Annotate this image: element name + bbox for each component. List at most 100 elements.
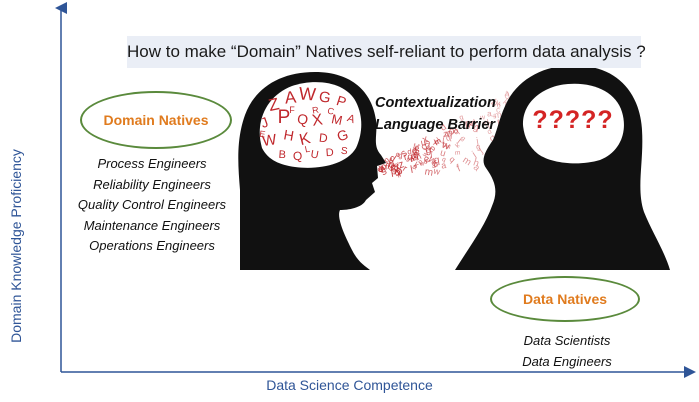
role-item: Maintenance Engineers [83,217,221,233]
barrier-line-1: Contextualization [375,95,496,111]
stream-mark: c [419,141,429,153]
stream-mark: f [389,162,397,172]
stream-mark: e [422,153,432,166]
stream-mark: u [432,160,441,169]
stream-mark: j [476,145,485,156]
stream-mark: a [424,137,432,150]
role-item: Quality Control Engineers [77,197,227,212]
stream-mark: j [455,135,463,145]
barrier-text: Contextualization Language Barrier [375,92,496,136]
domain-natives-ellipse: Domain Natives [80,91,232,149]
stream-mark: k [497,99,501,108]
stream-mark: l [435,135,443,144]
brain-letter: Q [296,110,309,127]
brain-letter: B [278,149,286,161]
stream-mark: d [387,153,398,165]
brain-letter: L [304,144,311,155]
stream-mark: p [414,142,420,152]
brain-letter: R [311,104,320,115]
stream-mark: c [415,147,421,157]
stream-mark: j [396,160,399,169]
stream-mark: h [472,157,481,169]
data-natives-label: Data Natives [522,291,608,307]
stream-mark: p [390,165,398,178]
stream-mark: g [405,156,412,164]
stream-mark: a [377,162,386,173]
left-brain [259,82,362,168]
stream-mark: g [460,135,467,143]
stream-mark: q [410,154,417,162]
stream-mark: h [414,151,423,162]
page-title: How to make “Domain” Natives self-relian… [127,36,646,68]
stream-mark: z [443,129,448,139]
brain-letter: D [325,147,334,160]
stream-mark: a [487,108,493,118]
stream-mark: d [423,158,429,166]
stream-mark: m [455,149,461,156]
brain-letter: W [261,131,278,150]
barrier-line-2: Language Barrier [375,117,496,133]
stream-mark: r [415,142,422,150]
stream-mark: k [412,160,421,170]
stream-mark: x [421,133,431,146]
stream-mark: r [496,118,502,126]
brain-letter: P [278,107,291,128]
stream-mark: p [378,161,388,172]
stream-mark: m [424,167,434,179]
brain-letter: G [318,88,332,107]
stream-mark: z [397,158,406,171]
stream-mark: q [441,156,447,164]
stream-mark: d [375,164,384,174]
stream-mark: g [388,161,399,173]
brain-letter: E [259,129,266,140]
stream-mark: w [391,167,398,175]
stream-mark: z [444,128,449,137]
stream-mark: p [417,158,425,166]
stream-mark: c [495,104,501,115]
brain-letter: M [330,111,344,128]
stream-mark: u [439,147,447,159]
stream-mark: z [396,163,400,170]
brain-letter: A [346,112,358,126]
stream-mark: q [446,127,453,139]
role-item: Operations Engineers [89,238,215,253]
stream-mark: a [407,154,417,164]
brain-letter: D [318,131,328,146]
right-brain [522,83,624,164]
stream-mark: q [448,154,458,165]
stream-mark: d [503,90,512,102]
stream-mark: h [433,158,439,168]
stream-mark: f [385,162,389,172]
stream-mark: w [445,144,451,151]
stream-mark: p [447,125,456,138]
stream-mark: a [411,163,417,171]
x-axis-label: Data Science Competence [266,377,433,393]
stream-mark: l [497,118,500,129]
stream-mark: s [379,166,389,178]
stream-mark: d [497,102,501,109]
stream-mark: b [392,167,402,180]
stream-mark: s [432,160,436,170]
role-item: Process Engineers [97,156,207,171]
y-axis-label: Domain Knowledge Proficiency [8,149,24,343]
brain-letter: X [311,111,324,129]
stream-mark: g [425,145,432,157]
stream-mark: d [407,147,412,156]
stream-mark: l [476,124,479,135]
stream-mark: b [442,142,448,150]
stream-mark: w [419,160,425,167]
domain-natives-label: Domain Natives [103,112,209,128]
stream-mark: g [412,145,417,155]
brain-letter: Z [267,94,281,115]
stream-mark: s [376,164,387,175]
stream-mark: d [486,126,493,136]
stream-mark: a [393,162,399,169]
stream-mark: f [394,168,402,177]
stream-mark: b [505,90,510,98]
stream-mark: u [392,163,403,174]
stream-mark: a [440,160,446,171]
brain-letter: C [326,105,335,116]
stream-mark: k [454,142,462,150]
